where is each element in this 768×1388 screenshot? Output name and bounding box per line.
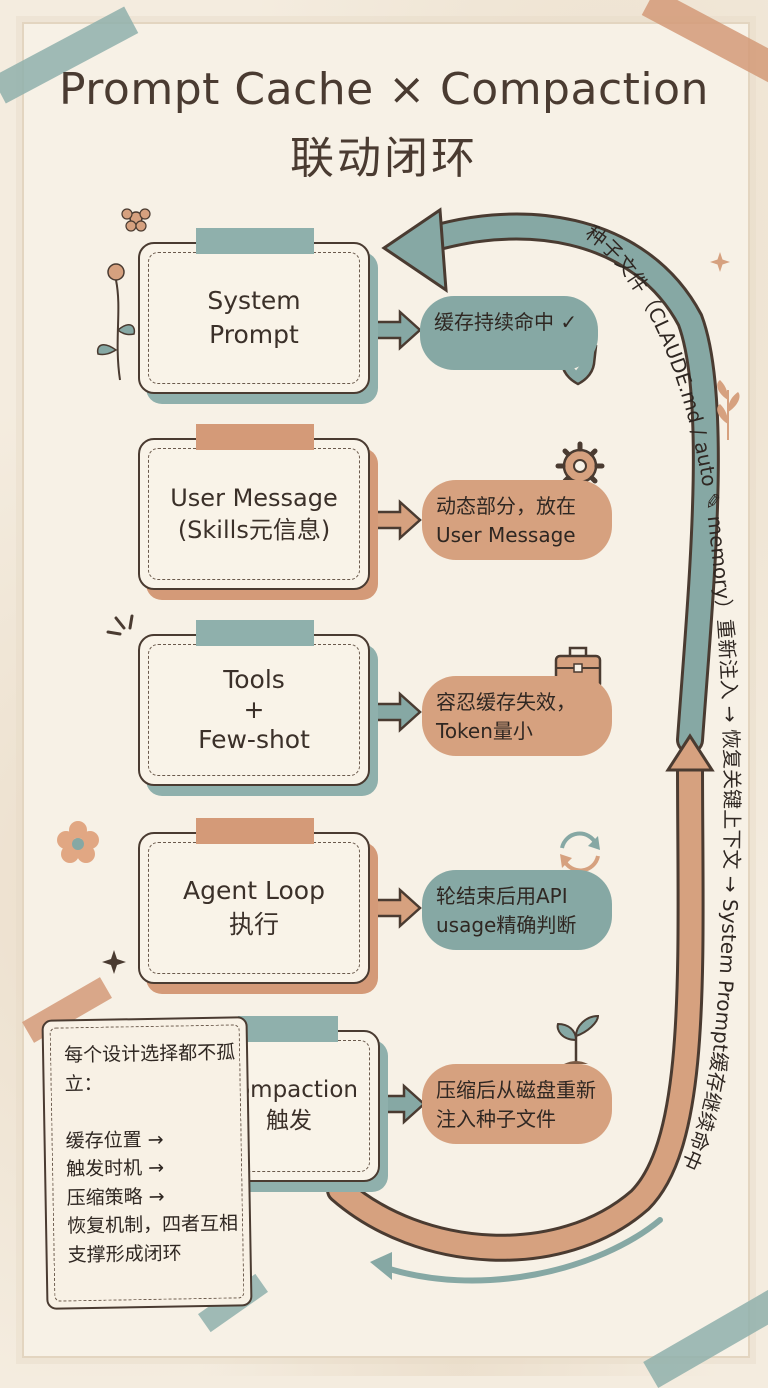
- stack-box-tools: Tools + Few-shot: [138, 620, 378, 796]
- note-text: 动态部分，放在 User Message: [436, 494, 576, 547]
- teal-curl-arrow: [377, 1217, 663, 1284]
- summary-note-text: 每个设计选择都不孤立： 缓存位置 → 触发时机 → 压缩策略 → 恢复机制，四者…: [63, 1041, 239, 1266]
- box-label: System Prompt: [207, 286, 301, 349]
- stack-box-system-prompt: System Prompt: [138, 228, 378, 404]
- note-text: 压缩后从磁盘重新注入种子文件: [436, 1078, 596, 1131]
- note-text: 轮结束后用API usage精确判断: [436, 884, 577, 937]
- connector-arrows: [374, 309, 426, 1125]
- teal-arrowhead-top: [381, 207, 448, 293]
- flower-doodle-top: [121, 208, 151, 232]
- refresh-cycle-icon: [560, 831, 600, 873]
- sparkle-doodle-top-right: [710, 252, 730, 272]
- note-tolerate-cache: 容忍缓存失效，Token量小: [422, 676, 612, 756]
- box-tape: [196, 818, 314, 844]
- note-cache-hit: 缓存持续命中 ✓: [420, 296, 598, 370]
- box-tape: [196, 228, 314, 254]
- leaf-doodle-right: [717, 380, 740, 440]
- box-card: [138, 438, 370, 590]
- box-tape: [238, 1016, 338, 1042]
- box-label: Agent Loop 执行: [183, 876, 325, 939]
- box-tape: [196, 424, 314, 450]
- burst-doodle: [106, 614, 134, 636]
- note-reinject: 压缩后从磁盘重新注入种子文件: [422, 1064, 612, 1144]
- sparkle-doodle: [102, 950, 126, 974]
- connector-arrow-3: [374, 691, 422, 733]
- note-text: 缓存持续命中 ✓: [434, 310, 578, 334]
- note-usage-judge: 轮结束后用API usage精确判断: [422, 870, 612, 950]
- connector-arrow-2: [374, 499, 422, 541]
- sprout-icon: [556, 1014, 600, 1064]
- page-title: Prompt Cache × Compaction: [59, 64, 709, 115]
- connector-arrow-1: [374, 309, 422, 351]
- note-text: 容忍缓存失效，Token量小: [436, 690, 576, 743]
- box-label: Tools + Few-shot: [198, 665, 310, 754]
- note-dynamic-part: 动态部分，放在 User Message: [422, 480, 612, 560]
- stack-box-agent-loop: Agent Loop 执行: [138, 818, 378, 994]
- orange-arrowhead-up: [665, 733, 715, 772]
- connector-arrow-5: [380, 1083, 426, 1125]
- box-label: User Message (Skills元信息): [170, 483, 338, 544]
- page-subtitle: 联动闭环: [290, 133, 478, 184]
- orange-loop-arrow: [326, 746, 705, 1262]
- stack-box-user-message: User Message (Skills元信息): [138, 424, 378, 600]
- summary-note: 每个设计选择都不孤立： 缓存位置 → 触发时机 → 压缩策略 → 恢复机制，四者…: [41, 1016, 253, 1310]
- flower-doodle-mid-left: [57, 821, 99, 863]
- box-tape: [196, 620, 314, 646]
- connector-arrow-4: [374, 887, 422, 929]
- flower-doodle-left: [96, 263, 136, 381]
